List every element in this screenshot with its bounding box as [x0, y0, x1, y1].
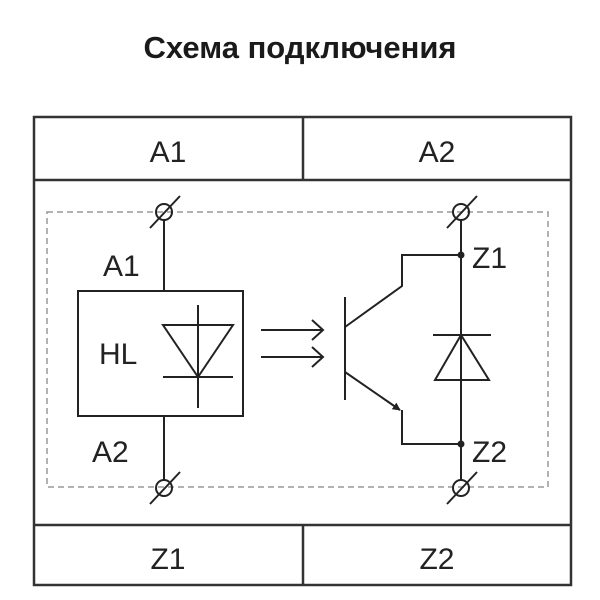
terminal-icon [149, 471, 181, 505]
diagram-title: Схема подключения [143, 30, 457, 65]
terminal-label-a2: A2 [92, 436, 129, 469]
terminal-icon [446, 471, 478, 505]
terminal-label-z2: Z2 [472, 436, 507, 469]
junction-dot [457, 440, 465, 448]
header-cell-a1: A1 [150, 136, 187, 169]
light-arrows-icon [261, 319, 325, 368]
led-label: HL [99, 338, 137, 371]
outer-frame [32, 115, 573, 587]
protection-diode-icon [433, 333, 491, 381]
module-boundary [46, 211, 549, 488]
terminal-label-z1: Z1 [472, 242, 507, 275]
terminal-icon [446, 195, 478, 229]
terminal-label-a1: A1 [103, 250, 140, 283]
junction-dot [457, 251, 465, 259]
footer-cell-z2: Z2 [419, 543, 454, 576]
terminal-icon [149, 195, 181, 229]
footer-cell-z1: Z1 [150, 543, 185, 576]
led-box [77, 290, 244, 417]
header-cell-a2: A2 [419, 136, 456, 169]
led-diode-icon [161, 305, 235, 408]
phototransistor-icon [344, 254, 461, 445]
